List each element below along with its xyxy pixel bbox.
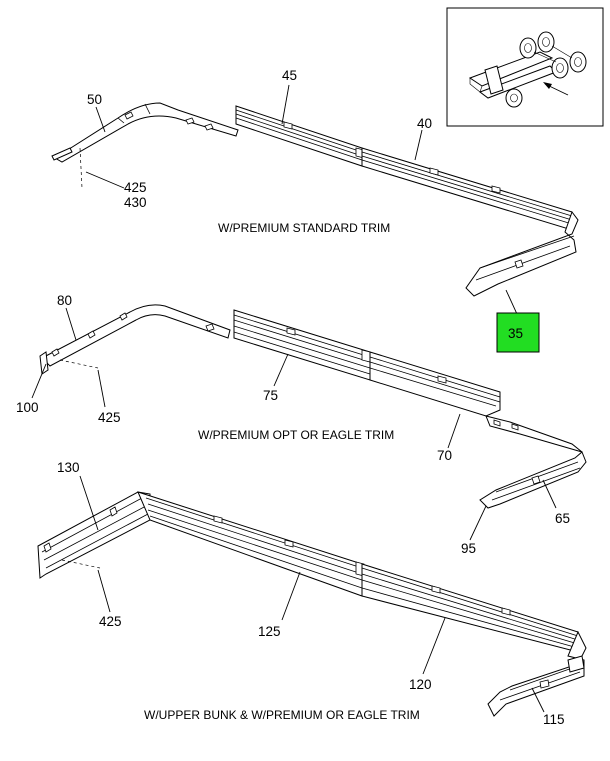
- callout-45[interactable]: 45: [282, 68, 297, 83]
- assembly-opt-eagle-trim: [39, 304, 587, 509]
- callout-40[interactable]: 40: [417, 116, 432, 131]
- caption-standard-trim: W/PREMIUM STANDARD TRIM: [218, 221, 390, 235]
- caption-opt-eagle-trim: W/PREMIUM OPT OR EAGLE TRIM: [198, 428, 394, 442]
- callout-120[interactable]: 120: [409, 677, 432, 692]
- caption-upper-bunk-trim: W/UPPER BUNK & W/PREMIUM OR EAGLE TRIM: [144, 708, 420, 722]
- callout-35[interactable]: 35: [508, 326, 523, 341]
- callout-65[interactable]: 65: [555, 511, 570, 526]
- callout-425-bottom[interactable]: 425: [99, 614, 122, 629]
- callout-50[interactable]: 50: [87, 92, 102, 107]
- callout-130[interactable]: 130: [57, 460, 80, 475]
- callout-70[interactable]: 70: [437, 448, 452, 463]
- callout-95[interactable]: 95: [461, 541, 476, 556]
- callout-100[interactable]: 100: [16, 400, 39, 415]
- callout-425-mid[interactable]: 425: [98, 410, 121, 425]
- callout-labels: 45 50 40 425 430 35 80 100 425 75 70 65 …: [16, 68, 570, 727]
- callout-115[interactable]: 115: [543, 712, 565, 727]
- callout-80[interactable]: 80: [57, 293, 72, 308]
- leader-lines: [31, 84, 557, 713]
- callout-425-top[interactable]: 425: [124, 180, 147, 195]
- callout-430[interactable]: 430: [124, 195, 147, 210]
- locator-inset: [446, 7, 604, 127]
- callout-125[interactable]: 125: [258, 624, 281, 639]
- assembly-upper-bunk: [37, 491, 587, 717]
- callout-75[interactable]: 75: [263, 388, 278, 403]
- highlight-box-35[interactable]: [496, 312, 540, 353]
- assembly-standard-trim: [51, 102, 579, 297]
- assembly-captions: W/PREMIUM STANDARD TRIM W/PREMIUM OPT OR…: [144, 221, 420, 722]
